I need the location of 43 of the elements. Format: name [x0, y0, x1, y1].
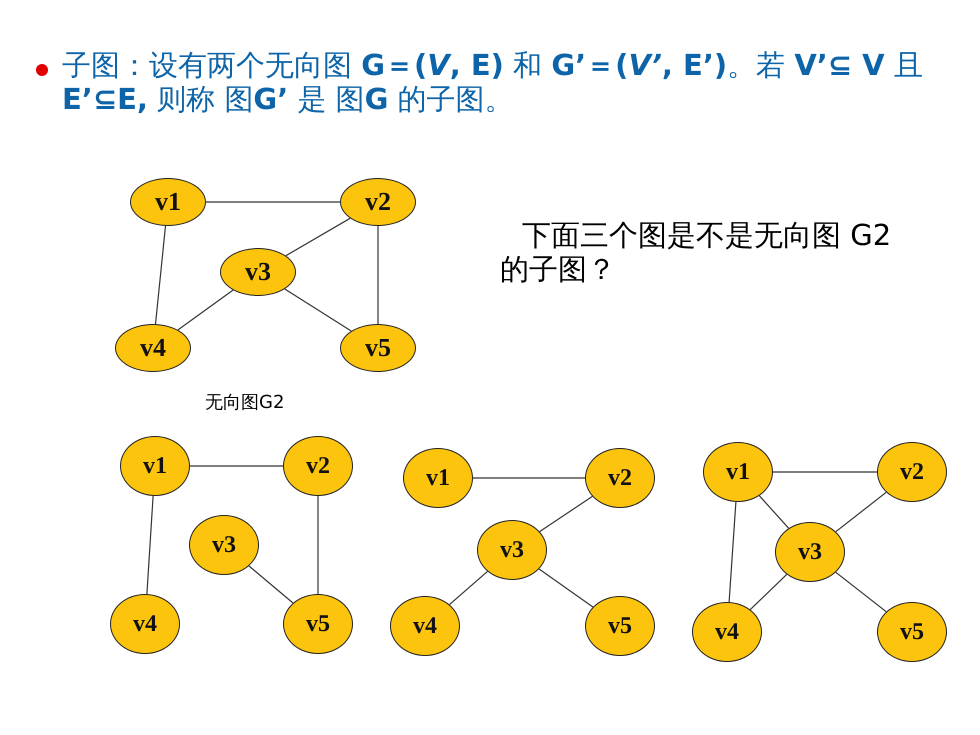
vertex-ellipse: v5: [283, 594, 353, 654]
edge-line: [377, 226, 379, 324]
vertex-ellipse: v4: [115, 324, 191, 372]
vertex-ellipse: v2: [283, 436, 353, 496]
edge-line: [206, 201, 340, 203]
vertex-ellipse: v3: [775, 522, 845, 582]
vertex-ellipse: v3: [477, 520, 547, 580]
edge-line: [758, 495, 790, 529]
question-text: 下面三个图是不是无向图 G2的子图？: [500, 218, 892, 286]
edge-line: [248, 566, 294, 604]
vertex-ellipse: v1: [130, 178, 206, 226]
graph-caption: 无向图G2: [205, 391, 284, 414]
edge-line: [750, 574, 788, 610]
edge-line: [539, 496, 593, 532]
edge-line: [284, 288, 352, 332]
edge-line: [449, 570, 488, 606]
edge-line: [317, 496, 319, 594]
edge-line: [286, 218, 350, 256]
edge-line: [178, 290, 234, 330]
vertex-ellipse: v5: [877, 602, 947, 662]
edge-line: [473, 477, 585, 479]
vertex-ellipse: v2: [585, 448, 655, 508]
vertex-ellipse: v5: [585, 596, 655, 656]
edge-line: [154, 226, 166, 324]
vertex-ellipse: v3: [220, 248, 296, 296]
edge-line: [146, 496, 154, 594]
edge-line: [835, 572, 887, 612]
edge-line: [773, 471, 877, 473]
vertex-ellipse: v1: [403, 448, 473, 508]
edge-line: [190, 465, 283, 467]
vertex-ellipse: v3: [189, 515, 259, 575]
edge-line: [538, 568, 594, 608]
edge-line: [835, 492, 887, 532]
vertex-ellipse: v1: [120, 436, 190, 496]
title-text: 子图：设有两个无向图 G＝(V, E) 和 G’＝(V’, E’)。若 V’⊆ V 且 E’⊆E, 则称 图G’ 是 图G 的子图。: [62, 48, 924, 116]
vertex-ellipse: v2: [340, 178, 416, 226]
vertex-ellipse: v4: [390, 596, 460, 656]
vertex-ellipse: v4: [110, 594, 180, 654]
vertex-ellipse: v2: [877, 442, 947, 502]
vertex-ellipse: v4: [692, 602, 762, 662]
edge-line: [728, 502, 736, 602]
vertex-ellipse: v1: [703, 442, 773, 502]
vertex-ellipse: v5: [340, 324, 416, 372]
